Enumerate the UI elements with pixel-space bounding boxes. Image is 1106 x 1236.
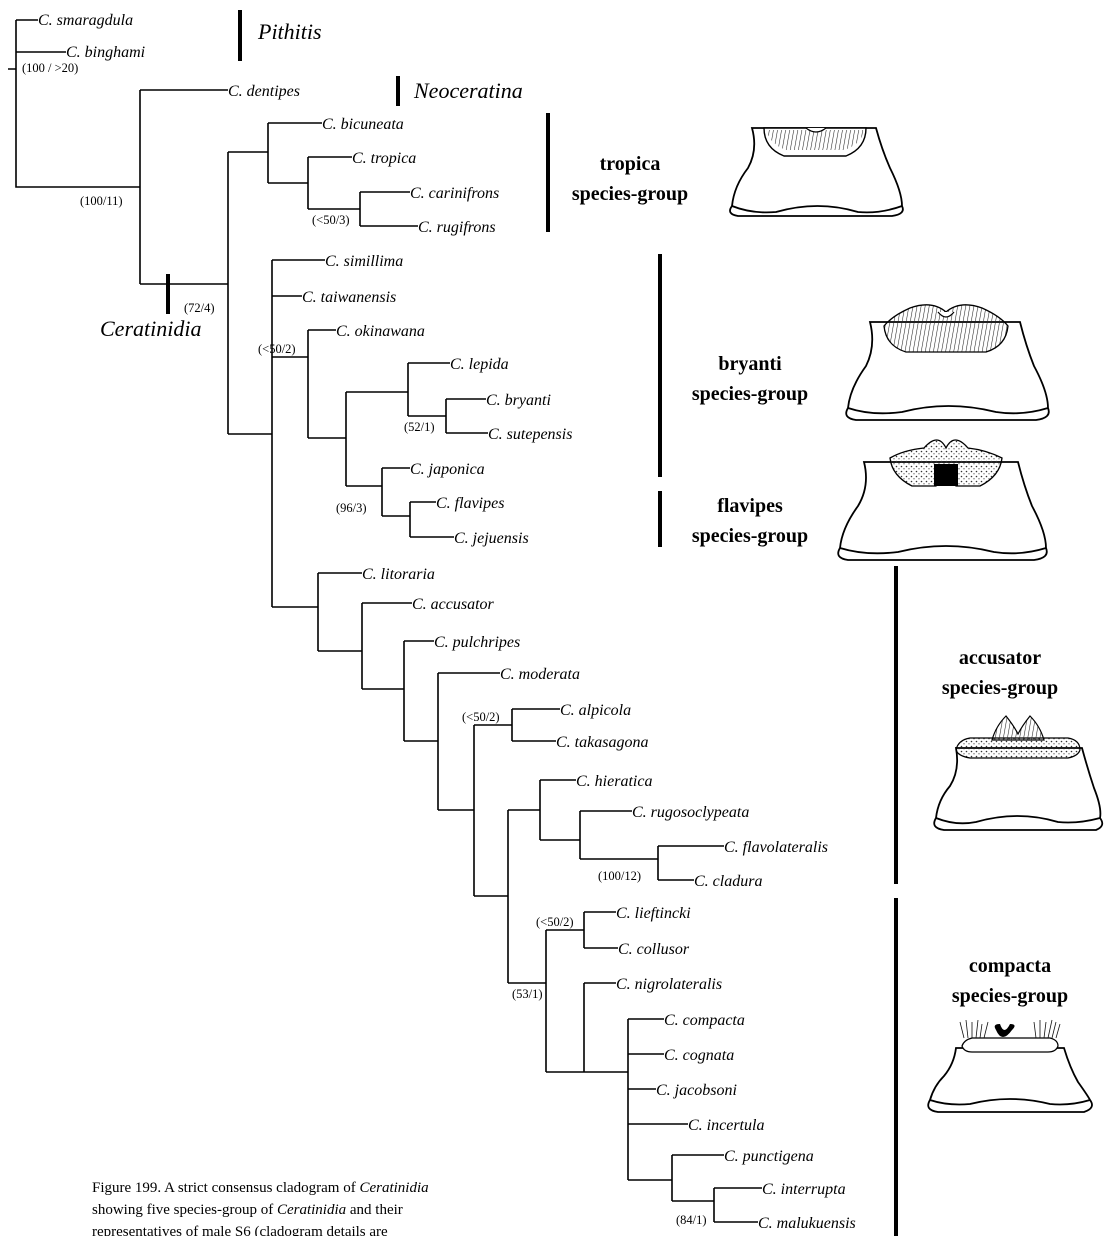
taxon-litoraria: C. litoraria: [362, 566, 435, 583]
group-accusator-label: species-group: [942, 677, 1058, 699]
tropica-sternite-icon: [729, 127, 904, 217]
taxon-flavolateralis: C. flavolateralis: [724, 839, 828, 856]
support-alpicola-takasagona: (<50/2): [462, 710, 500, 724]
support-values: (100 / >20) (100/11) (72/4) (<50/3) (<50…: [22, 61, 707, 1227]
compacta-sternite-icon: [927, 1019, 1093, 1113]
genus-markers: Pithitis Neoceratina Ceratinidia: [100, 10, 523, 341]
support-flavolateralis-cladura: (100/12): [598, 869, 641, 883]
support-flavipes-clade: (96/3): [336, 501, 367, 515]
support-compacta-clade: (53/1): [512, 987, 543, 1001]
taxon-nigrolateralis: C. nigrolateralis: [616, 976, 722, 993]
taxon-simillima: C. simillima: [325, 253, 403, 270]
taxon-sutepensis: C. sutepensis: [488, 426, 572, 443]
group-bryanti-name: bryanti: [718, 353, 782, 375]
support-root: (100/11): [80, 194, 123, 208]
group-compacta-label: species-group: [952, 985, 1068, 1007]
taxon-smaragdula: C. smaragdula: [38, 12, 133, 29]
taxon-punctigena: C. punctigena: [724, 1148, 814, 1165]
support-ceratinidia: (72/4): [184, 301, 215, 315]
taxon-rugosoclypeata: C. rugosoclypeata: [632, 804, 749, 821]
taxon-bryanti: C. bryanti: [486, 392, 551, 409]
support-pithitis: (100 / >20): [22, 61, 78, 75]
taxon-flavipes: C. flavipes: [436, 495, 504, 512]
taxon-japonica: C. japonica: [410, 461, 485, 478]
group-flavipes-name: flavipes: [717, 495, 783, 517]
taxon-binghami: C. binghami: [66, 44, 145, 61]
group-flavipes-label: species-group: [692, 525, 808, 547]
genus-pithitis: Pithitis: [257, 19, 322, 44]
taxon-taiwanensis: C. taiwanensis: [302, 289, 396, 306]
taxon-hieratica: C. hieratica: [576, 773, 652, 790]
caption-line-2: showing five species-group of Ceratinidi…: [92, 1202, 403, 1218]
flavipes-sternite-icon: [837, 439, 1048, 561]
taxon-accusator: C. accusator: [412, 596, 495, 613]
taxon-lieftincki: C. lieftincki: [616, 905, 691, 922]
taxon-tropica: C. tropica: [352, 150, 416, 167]
taxon-lepida: C. lepida: [450, 356, 509, 373]
taxon-bicuneata: C. bicuneata: [322, 116, 404, 133]
taxon-jejuensis: C. jejuensis: [454, 530, 529, 547]
taxon-compacta: C. compacta: [664, 1012, 745, 1029]
taxon-cladura: C. cladura: [694, 873, 762, 890]
taxon-jacobsoni: C. jacobsoni: [656, 1082, 737, 1099]
support-bryanti-clade: (<50/2): [258, 342, 296, 356]
support-bryanti-sutepensis: (52/1): [404, 420, 435, 434]
taxon-cognata: C. cognata: [664, 1047, 734, 1064]
group-bryanti-label: species-group: [692, 383, 808, 405]
taxon-labels: C. smaragdula C. binghami C. dentipes C.…: [38, 12, 856, 1232]
taxon-takasagona: C. takasagona: [556, 734, 648, 751]
figure-caption: Figure 199. A strict consensus cladogram…: [92, 1180, 429, 1236]
taxon-malukuensis: C. malukuensis: [758, 1215, 856, 1232]
support-carinifrons-rugifrons: (<50/3): [312, 213, 350, 227]
taxon-pulchripes: C. pulchripes: [434, 634, 520, 651]
taxon-carinifrons: C. carinifrons: [410, 185, 499, 202]
genus-ceratinidia: Ceratinidia: [100, 316, 201, 341]
group-compacta-name: compacta: [969, 955, 1051, 977]
bryanti-sternite-icon: [845, 304, 1050, 421]
taxon-interrupta: C. interrupta: [762, 1181, 846, 1198]
accusator-sternite-icon: [933, 715, 1104, 831]
group-tropica-label: species-group: [572, 183, 688, 205]
species-group-markers: tropica species-group bryanti species-gr…: [546, 113, 1068, 1236]
group-tropica-name: tropica: [600, 153, 661, 175]
taxon-okinawana: C. okinawana: [336, 323, 425, 340]
caption-line-1: Figure 199. A strict consensus cladogram…: [92, 1180, 429, 1196]
tree-branches: [8, 19, 762, 1223]
taxon-dentipes: C. dentipes: [228, 83, 300, 100]
taxon-moderata: C. moderata: [500, 666, 580, 683]
taxon-incertula: C. incertula: [688, 1117, 764, 1134]
taxon-collusor: C. collusor: [618, 941, 690, 958]
support-interrupta-malukuensis: (84/1): [676, 1213, 707, 1227]
support-lieftincki-collusor: (<50/2): [536, 915, 574, 929]
group-accusator-name: accusator: [959, 647, 1041, 669]
taxon-rugifrons: C. rugifrons: [418, 219, 496, 236]
genus-neoceratina: Neoceratina: [413, 78, 523, 103]
caption-line-3: representatives of male S6 (cladogram de…: [92, 1224, 388, 1236]
taxon-alpicola: C. alpicola: [560, 702, 631, 719]
